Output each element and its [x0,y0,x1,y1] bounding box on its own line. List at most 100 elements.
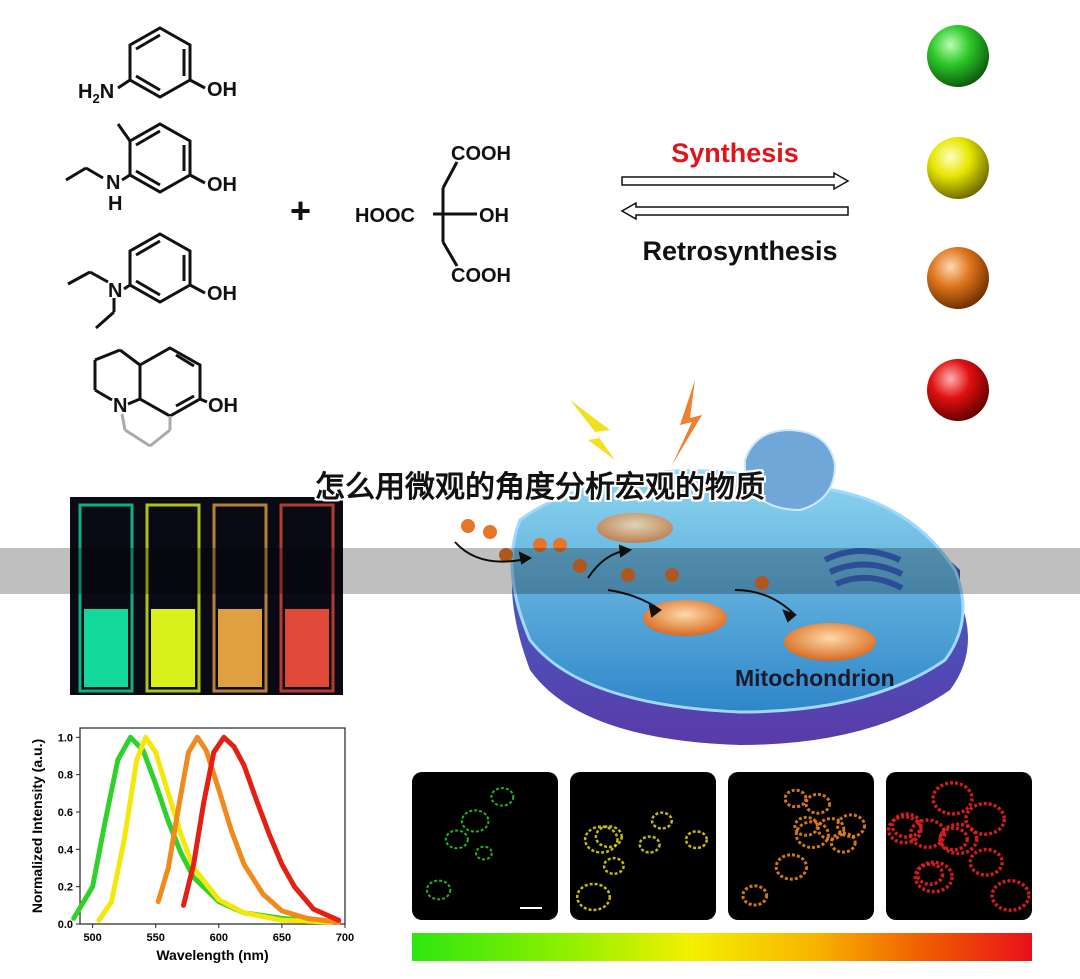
cell-signal [594,825,623,849]
citric-acid-structure: COOH HOOC OH COOH [355,143,511,287]
particle [573,559,587,573]
mitochondrion-3 [784,623,876,661]
citric-oh-right: OH [479,205,509,227]
x-tick-label: 700 [336,932,354,944]
retrosynthesis-label: Retrosynthesis [642,236,838,266]
cuvette-solution [151,609,195,687]
green-dot [927,25,989,87]
cell-signal [794,820,830,849]
cell-signal [575,882,612,912]
orange-dot [927,247,989,309]
micrograph-panel [570,772,716,920]
amine-label-3: N [108,280,122,302]
cuvette [78,503,134,693]
cell-signal [990,879,1031,912]
lightning-orange-icon [672,380,702,465]
cell-signal [938,826,969,852]
red-dot [927,359,989,421]
cell-signal [650,811,674,830]
forward-arrow [621,171,850,191]
benzene-ring-4 [138,346,202,418]
particle [621,568,635,582]
citric-cooh-top: COOH [451,143,511,165]
hydroxyl-label-1: OH [207,79,237,101]
cell-signal [425,879,452,901]
nucleus [744,428,837,512]
cell-signal [931,781,974,816]
cell-signal [490,787,515,807]
banner: 怎么用微观的角度分析宏观的物质 [0,462,1080,514]
cuvette-solution [285,609,329,687]
cell-signal [804,792,832,815]
benzene-ring-2 [128,122,192,194]
cell-signal [938,822,979,856]
amine-label-1: H2N [78,81,114,106]
particle [533,538,547,552]
citric-hooc-left: HOOC [355,205,415,227]
reaction-arrows [620,171,850,221]
yellow-dot [927,137,989,199]
cell-signal [908,818,947,849]
cell-signal [964,801,1006,837]
uptake-arrow [454,541,531,563]
cell-signal [684,830,709,850]
y-tick-label: 0.4 [58,844,74,856]
cuvette-solution [84,609,128,687]
amine-h-label-2: H [108,193,122,215]
y-tick-label: 1.0 [58,732,73,744]
series-line-2 [155,734,342,925]
cell-signal [836,813,867,838]
lightning-yellow-icon [570,400,615,460]
particle [553,538,567,552]
micrograph-panel [412,772,558,920]
y-tick-label: 0.2 [58,882,73,894]
x-tick-label: 600 [210,932,228,944]
cell-signal [741,884,769,907]
series-line-1 [96,734,335,925]
mitochondrion-2 [643,600,727,636]
y-tick-label: 0.0 [58,919,73,931]
cell-signal [602,856,625,876]
plot-frame [79,727,346,925]
benzene-ring-3 [128,232,192,304]
cuvette-photo [70,497,343,695]
particle [499,548,513,562]
confocal-micrographs [412,772,1032,920]
hydroxyl-label-4: OH [208,395,238,417]
particle [483,525,497,539]
cell-signal [783,788,808,809]
cell-signal [583,825,619,854]
hydroxyl-label-3: OH [207,283,237,305]
cell-diagram: Mitochondrion [454,380,968,745]
hydroxyl-label-2: OH [207,174,237,196]
micrograph-panel [728,772,874,920]
amine-label-4: N [113,395,127,417]
cell-signal [638,835,661,854]
mitochondrion-1 [597,513,673,543]
carbon-dot-spheres [927,25,989,421]
precursor-structures: H2N OH N H OH N OH N OH [65,26,238,448]
cuvette [279,503,335,693]
amine-label-2: N [106,172,120,194]
cell-signal [816,817,846,841]
y-axis-label: Normalized Intensity (a.u.) [30,739,45,913]
series-line-3 [181,734,342,923]
benzene-ring-1 [128,26,192,99]
cell-signal [886,815,923,845]
x-axis-label: Wavelength (nm) [156,947,268,963]
y-tick-label: 0.8 [58,770,73,782]
citric-cooh-bottom: COOH [451,265,511,287]
golgi-apparatus [823,548,904,591]
arrow [734,589,796,616]
cuvette [212,503,268,693]
x-tick-label: 650 [273,932,291,944]
particle [665,568,679,582]
cell-signal [774,853,809,881]
synthesis-label: Synthesis [671,138,799,168]
particle [755,576,769,590]
emission-color-scale [412,933,1032,961]
x-tick-label: 500 [83,932,101,944]
reverse-arrow [620,201,849,221]
cell-signal [793,815,819,837]
